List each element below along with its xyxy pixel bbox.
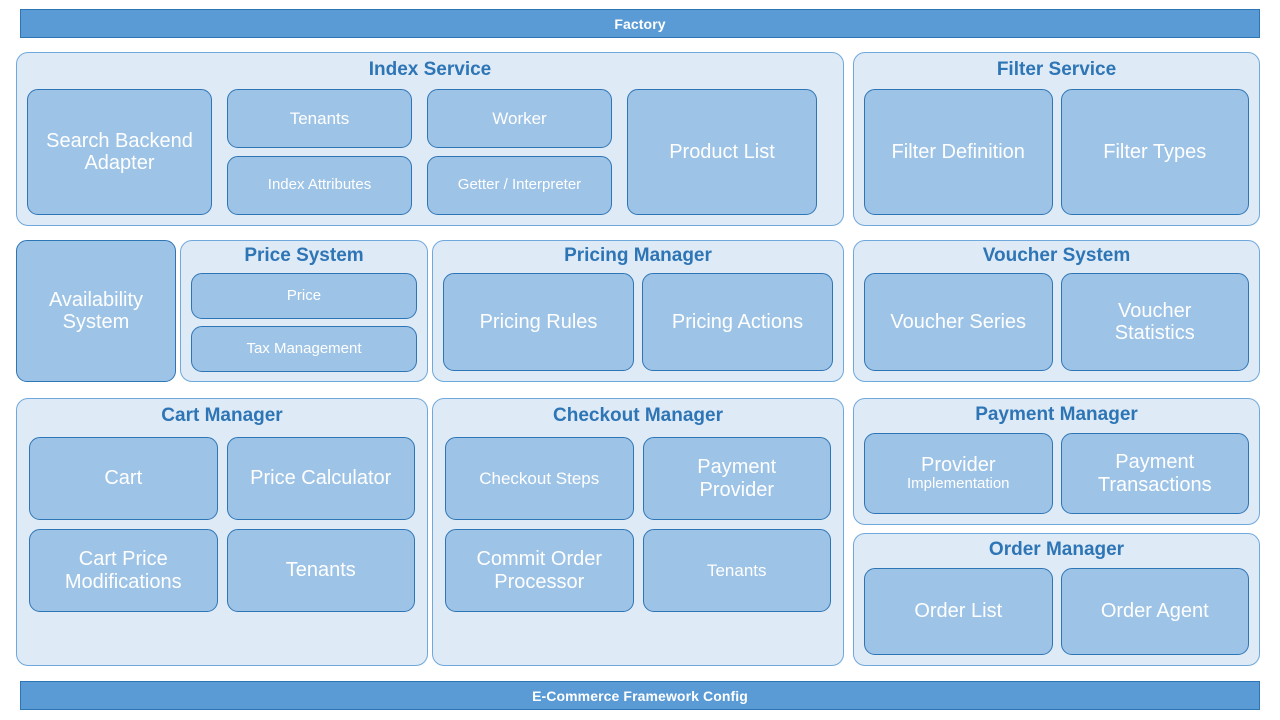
order-manager-title: Order Manager <box>988 539 1125 560</box>
ecommerce-framework-config-label: E-Commerce Framework Config <box>532 687 748 704</box>
group-order-manager: Order Manager Order List Order Agent <box>853 533 1260 666</box>
price-system-title: Price System <box>244 245 364 266</box>
voucher-statistics-line-1: Voucher <box>1118 299 1192 322</box>
group-price-system: Price System Price Tax Management <box>180 240 428 382</box>
box-tenants-cart[interactable]: Tenants <box>226 529 415 612</box>
voucher-system-title: Voucher System <box>982 245 1131 266</box>
box-availability-system[interactable]: Availability System <box>16 240 176 382</box>
provider-implementation-line-2: Implementation <box>906 475 1010 493</box>
cart-price-modifications-line-2: Modifications <box>64 570 182 593</box>
ecommerce-framework-config-banner: E-Commerce Framework Config <box>20 681 1260 710</box>
box-cart[interactable]: Cart <box>29 437 218 520</box>
box-checkout-steps[interactable]: Checkout Steps <box>445 437 634 520</box>
cart-price-modifications-line-1: Cart Price <box>78 548 168 571</box>
box-getter-interpreter[interactable]: Getter / Interpreter <box>427 156 612 215</box>
factory-banner-label: Factory <box>614 15 666 32</box>
box-tenants-checkout[interactable]: Tenants <box>642 529 831 612</box>
box-tenants-index[interactable]: Tenants <box>227 89 412 148</box>
group-filter-service: Filter Service Filter Definition Filter … <box>853 52 1260 226</box>
box-filter-definition[interactable]: Filter Definition <box>864 89 1053 215</box>
cart-manager-title: Cart Manager <box>161 405 283 426</box>
group-payment-manager: Payment Manager Provider Implementation … <box>853 398 1260 525</box>
box-order-list[interactable]: Order List <box>864 568 1053 655</box>
box-price[interactable]: Price <box>191 273 417 319</box>
factory-banner: Factory <box>20 9 1260 38</box>
box-payment-transactions[interactable]: Payment Transactions <box>1060 433 1249 514</box>
provider-implementation-line-1: Provider <box>921 453 996 476</box>
filter-service-title: Filter Service <box>996 59 1117 80</box>
payment-provider-line-2: Provider <box>699 478 774 501</box>
group-voucher-system: Voucher System Voucher Series Voucher St… <box>853 240 1260 382</box>
box-pricing-rules[interactable]: Pricing Rules <box>443 273 634 371</box>
group-pricing-manager: Pricing Manager Pricing Rules Pricing Ac… <box>432 240 844 382</box>
group-cart-manager: Cart Manager Cart Price Calculator Cart … <box>16 398 428 666</box>
payment-transactions-line-2: Transactions <box>1097 473 1212 496</box>
group-checkout-manager: Checkout Manager Checkout Steps Payment … <box>432 398 844 666</box>
box-search-backend-adapter[interactable]: Search Backend Adapter <box>27 89 212 215</box>
group-index-service: Index Service Search Backend Adapter Ten… <box>16 52 844 226</box>
box-price-calculator[interactable]: Price Calculator <box>226 437 415 520</box>
payment-provider-line-1: Payment <box>697 456 777 479</box>
box-commit-order-processor[interactable]: Commit Order Processor <box>445 529 634 612</box>
voucher-statistics-line-2: Statistics <box>1114 322 1195 344</box>
box-pricing-actions[interactable]: Pricing Actions <box>642 273 833 371</box>
commit-order-processor-line-1: Commit Order <box>476 548 603 571</box>
box-index-attributes[interactable]: Index Attributes <box>227 156 412 215</box>
box-filter-types[interactable]: Filter Types <box>1060 89 1249 215</box>
box-cart-price-modifications[interactable]: Cart Price Modifications <box>29 529 218 612</box>
box-order-agent[interactable]: Order Agent <box>1060 568 1249 655</box>
box-voucher-series[interactable]: Voucher Series <box>864 273 1053 371</box>
box-payment-provider[interactable]: Payment Provider <box>642 437 831 520</box>
pricing-manager-title: Pricing Manager <box>564 245 712 266</box>
box-provider-implementation[interactable]: Provider Implementation <box>864 433 1053 514</box>
box-product-list[interactable]: Product List <box>627 89 817 215</box>
payment-manager-title: Payment Manager <box>975 404 1138 425</box>
box-tax-management[interactable]: Tax Management <box>191 326 417 372</box>
box-voucher-statistics[interactable]: Voucher Statistics <box>1060 273 1249 371</box>
payment-transactions-line-1: Payment <box>1115 451 1195 474</box>
commit-order-processor-line-2: Processor <box>494 570 585 593</box>
checkout-manager-title: Checkout Manager <box>553 405 723 426</box>
index-service-title: Index Service <box>368 59 492 80</box>
box-worker[interactable]: Worker <box>427 89 612 148</box>
